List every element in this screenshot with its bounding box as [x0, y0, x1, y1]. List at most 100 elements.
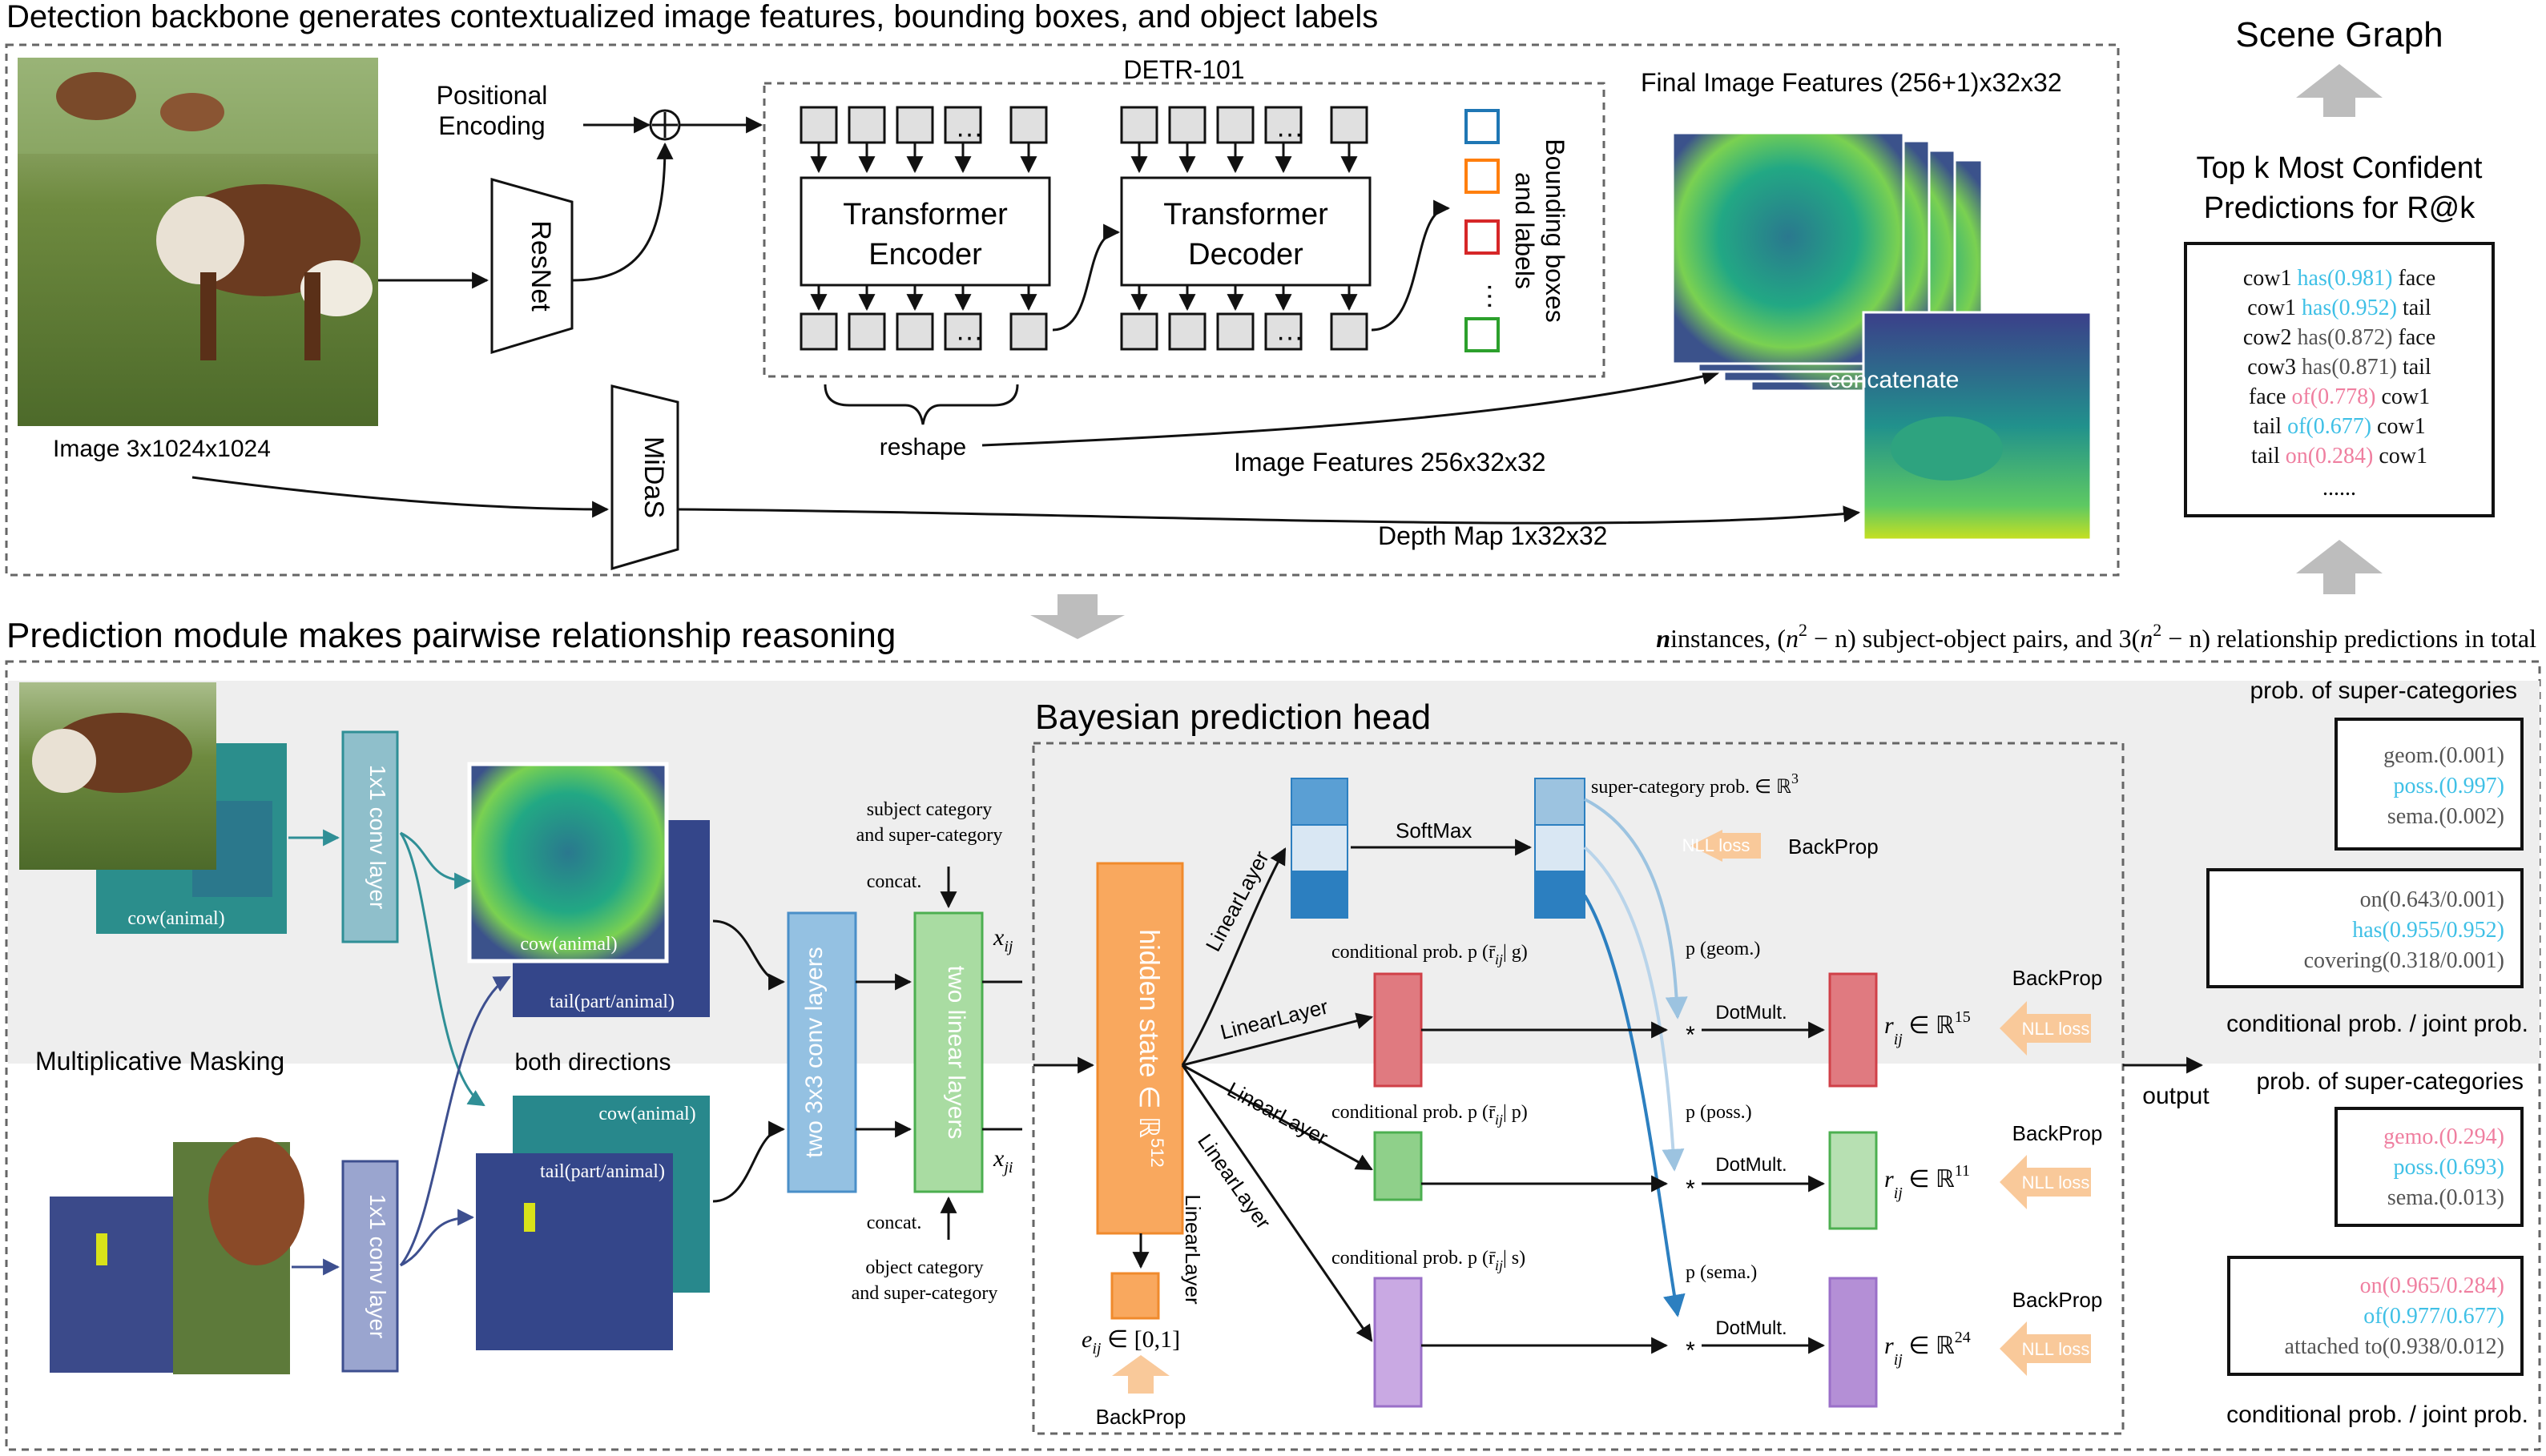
prob-super-label-top: prob. of super-categories: [2250, 678, 2517, 704]
summary-pairs2: n: [2140, 624, 2153, 653]
prediction-line: tail on(0.284) cow1: [2251, 444, 2427, 469]
detection-backbone-frame: [5, 43, 2120, 577]
hidden-state-label: hidden state ∈ ℝ512: [1134, 929, 1167, 1167]
conv1x1-bottom-label: 1x1 conv layer: [365, 1194, 390, 1339]
nll-loss-top-label: NLL loss: [1682, 835, 1750, 855]
backprop-eij-icon: [1112, 1355, 1170, 1394]
positional-encoding-label-1: Positional: [437, 81, 548, 110]
top-section-title: Detection backbone generates contextuali…: [6, 0, 1378, 34]
up-arrow-icon: [2296, 64, 2383, 117]
box3-value: poss.(0.693): [2394, 1155, 2504, 1180]
box2-value: covering(0.318/0.001): [2304, 948, 2504, 973]
box4-value: of(0.977/0.677): [2363, 1304, 2504, 1329]
nll-loss-p: NLL loss: [2000, 1155, 2091, 1209]
dotmult-g: DotMult.: [1715, 1002, 1787, 1024]
input-token-1-0: [1120, 106, 1158, 144]
svg-text:NLL loss: NLL loss: [2022, 1172, 2090, 1193]
bbox-blue: [1464, 109, 1500, 144]
cond-sema-block: [1373, 1277, 1423, 1408]
dotmult-p: DotMult.: [1715, 1154, 1787, 1176]
mult-star-g: *: [1686, 1022, 1695, 1048]
supercat-box-top: [2335, 718, 2524, 851]
linear2-block: [913, 911, 984, 1193]
r-poss-block: [1828, 1131, 1878, 1230]
input-image: [18, 58, 378, 426]
prediction-line: cow2 has(0.872) face: [2243, 325, 2435, 350]
e-ij-label: eij ∈ [0,1]: [1082, 1326, 1180, 1357]
p-poss-label: p (poss.): [1686, 1102, 1752, 1123]
cond-poss-block: [1373, 1131, 1423, 1201]
logit-1: [1291, 778, 1348, 826]
prob-super-label-bottom: prob. of super-categories: [2256, 1068, 2524, 1095]
output-token-0-0: [800, 312, 838, 351]
backprop-p-label: BackProp: [2012, 1121, 2103, 1145]
x-ji-label: xji: [993, 1145, 1013, 1176]
svg-text:NLL loss: NLL loss: [2022, 1019, 2090, 1039]
linear2-label: two linear layers: [943, 966, 969, 1140]
topk-title-2: Predictions for R@k: [2204, 191, 2476, 225]
box4-value: attached to(0.938/0.012): [2285, 1334, 2504, 1359]
box2-value: has(0.955/0.952): [2352, 918, 2504, 943]
dotmult-s: DotMult.: [1715, 1317, 1787, 1339]
output-token-1-3: [1264, 312, 1303, 351]
bbox-orange: [1464, 159, 1500, 194]
backprop-s-label: BackProp: [2012, 1288, 2103, 1312]
r-geom-block: [1828, 972, 1878, 1088]
depth-map-label: Depth Map 1x32x32: [1378, 521, 1607, 550]
bbox-red: [1464, 219, 1500, 255]
image-size-label: Image 3x1024x1024: [53, 436, 271, 462]
cond-prob-g: conditional prob. p (r̄ij| g): [1331, 942, 1528, 967]
feature-map-stack: [1671, 131, 2093, 541]
p-sema-label: p (sema.): [1686, 1262, 1757, 1283]
x-ij-label: xij: [993, 924, 1013, 955]
input-token-1-1: [1168, 106, 1207, 144]
linear-layer-eij-label: LinearLayer: [1181, 1194, 1205, 1305]
backprop-g-label: BackProp: [2012, 966, 2103, 990]
cond-joint-label-bottom: conditional prob. / joint prob.: [2226, 1402, 2528, 1428]
summary-n: n: [1656, 624, 1670, 653]
conv3x3-block: [787, 911, 857, 1193]
backprop-eij-label: BackProp: [1096, 1405, 1186, 1429]
conv3x3-label: two 3x3 conv layers: [801, 947, 828, 1157]
bbox-label-2: and labels: [1510, 172, 1539, 289]
prediction-line: tail of(0.677) cow1: [2253, 414, 2425, 439]
tail-masked-map: [476, 1153, 673, 1350]
nll-loss-g: NLL loss: [2000, 1001, 2091, 1056]
output-token-1-1: [1168, 312, 1207, 351]
mult-star-s: *: [1686, 1337, 1695, 1364]
output-token-0-2: [896, 312, 934, 351]
supercat-box-bottom: [2335, 1107, 2524, 1227]
cow-crop-label: cow(animal): [127, 908, 224, 929]
cond-prob-s: conditional prob. p (r̄ij| s): [1331, 1248, 1525, 1273]
transformer-encoder-block: [800, 176, 1051, 287]
prediction-line: face of(0.778) cow1: [2249, 384, 2430, 409]
summary-text: ninstances, (n2 − n) subject-object pair…: [1656, 620, 2536, 653]
input-token-1-4: [1330, 106, 1368, 144]
cow-masked-map: [467, 762, 669, 963]
decoder-label-1: Transformer: [1163, 198, 1328, 231]
image-features-label: Image Features 256x32x32: [1234, 448, 1546, 477]
decoder-output-ellipsis: ···: [1276, 322, 1303, 352]
predictions-more: ......: [2322, 476, 2356, 501]
midas-block: [610, 384, 679, 571]
conv1x1-bottom-block: [341, 1160, 399, 1373]
summary-sup: 2: [1799, 620, 1807, 640]
bayesian-head-frame: [1032, 742, 2125, 1435]
cow-masked-label-top: cow(animal): [520, 934, 617, 955]
reshape-label: reshape: [880, 434, 966, 461]
summary-1: instances, (: [1670, 624, 1786, 653]
detr-title: DETR-101: [1123, 55, 1244, 84]
encoder-label-2: Encoder: [868, 238, 982, 271]
softmax-label: SoftMax: [1396, 818, 1472, 843]
output-token-0-3: [944, 312, 982, 351]
box1-value: sema.(0.002): [2387, 804, 2504, 829]
cond-joint-label-top: conditional prob. / joint prob.: [2226, 1011, 2528, 1037]
svg-text:NLL loss: NLL loss: [2022, 1339, 2090, 1359]
bbox-green: [1464, 317, 1500, 352]
cond-box-top: [2206, 868, 2524, 988]
summary-pairs: n: [1786, 624, 1799, 653]
r-sema-block: [1828, 1277, 1878, 1408]
encoder-label-1: Transformer: [843, 198, 1008, 231]
summary-end: − n) relationship predictions in total: [2161, 624, 2536, 653]
